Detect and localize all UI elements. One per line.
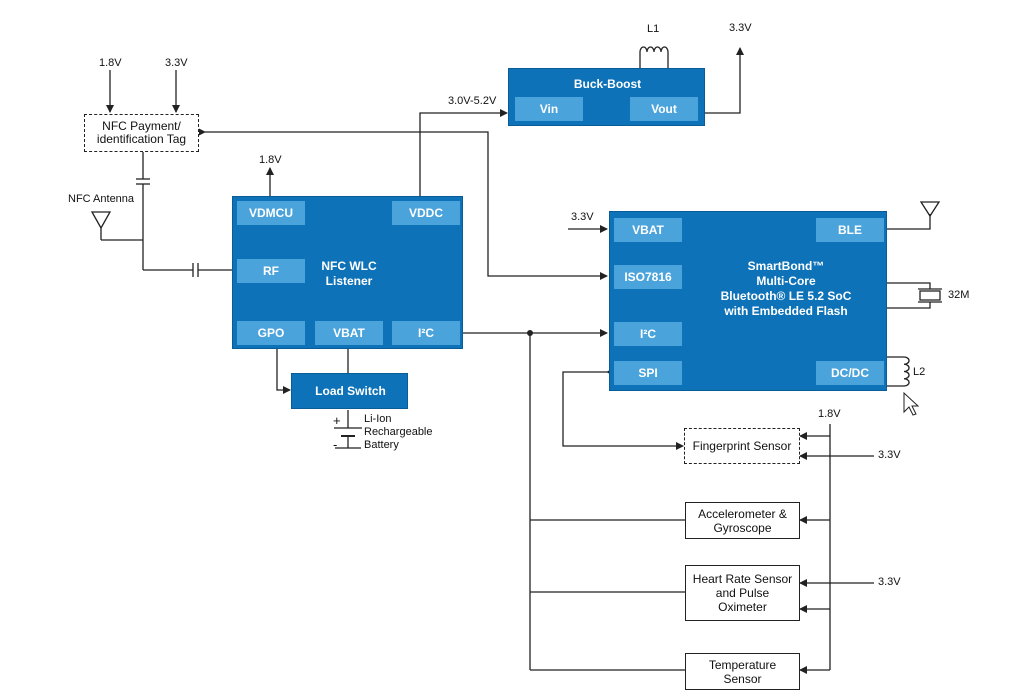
smartbond-soc-block: VBAT BLE ISO7816 SmartBond™ Multi-Core B…: [609, 211, 887, 391]
label-32m: 32M: [948, 289, 970, 301]
label-l1: L1: [647, 23, 660, 35]
label-18v-vdmcu: 1.8V: [259, 154, 282, 166]
inductor-l1-symbol: [639, 46, 669, 53]
label-33v-tag: 3.3V: [165, 57, 188, 69]
ble-antenna-symbol: [919, 201, 941, 218]
accelerometer-gyroscope-box: Accelerometer & Gyroscope: [685, 502, 800, 539]
nfc-wlc-vddc-pin: VDDC: [392, 201, 460, 225]
nfc-wlc-vdmcu-pin: VDMCU: [237, 201, 305, 225]
label-33v-buck: 3.3V: [729, 22, 752, 34]
soc-iso7816-pin: ISO7816: [614, 265, 682, 289]
label-battery-plus: +: [333, 413, 341, 428]
buck-boost-vin-pin: Vin: [515, 97, 583, 121]
soc-i2c-pin: I²C: [614, 322, 682, 346]
label-18v-sensors: 1.8V: [818, 408, 841, 420]
label-battery-minus: -: [333, 437, 338, 452]
load-switch-block: Load Switch: [291, 373, 408, 409]
heart-rate-sensor-box: Heart Rate Sensor and Pulse Oximeter: [685, 565, 800, 621]
inductor-l2-symbol: [903, 356, 910, 387]
nfc-wlc-title: NFC WLC Listener: [321, 259, 377, 288]
label-33v-vbat: 3.3V: [571, 211, 594, 223]
buck-boost-vout-pin: Vout: [630, 97, 698, 121]
nfc-wlc-i2c-pin: I²C: [392, 321, 460, 345]
nfc-wlc-listener-block: VDMCU VDDC RF NFC WLC Listener GPO VBAT …: [232, 196, 463, 349]
label-voltage-range: 3.0V-5.2V: [448, 95, 497, 107]
soc-title: SmartBond™ Multi-Core Bluetooth® LE 5.2 …: [720, 259, 852, 318]
nfc-wlc-vbat-pin: VBAT: [315, 321, 383, 345]
soc-dcdc-pin: DC/DC: [816, 361, 884, 385]
label-l2: L2: [913, 366, 926, 378]
label-battery: Li-Ion Rechargeable Battery: [364, 413, 433, 451]
nfc-antenna-symbol: [90, 211, 112, 230]
crystal-32m-symbol: [919, 290, 941, 301]
fingerprint-sensor-box: Fingerprint Sensor: [684, 428, 800, 464]
load-switch-title: Load Switch: [315, 384, 386, 398]
mouse-cursor-icon: [903, 391, 920, 416]
label-nfc-antenna: NFC Antenna: [68, 193, 135, 205]
temperature-sensor-box: Temperature Sensor: [685, 653, 800, 690]
nfc-wlc-rf-pin: RF: [237, 259, 305, 283]
nfc-payment-tag-box: NFC Payment/ identification Tag: [84, 114, 199, 152]
buck-boost-title: Buck-Boost: [573, 77, 642, 91]
label-18v-tag: 1.8V: [99, 57, 122, 69]
soc-spi-pin: SPI: [614, 361, 682, 385]
label-33v-heart: 3.3V: [878, 576, 901, 588]
soc-vbat-pin: VBAT: [614, 218, 682, 242]
nfc-wlc-gpo-pin: GPO: [237, 321, 305, 345]
buck-boost-block: Buck-Boost Vin Vout: [508, 68, 705, 126]
soc-ble-pin: BLE: [816, 218, 884, 242]
label-33v-fingerprint: 3.3V: [878, 449, 901, 461]
